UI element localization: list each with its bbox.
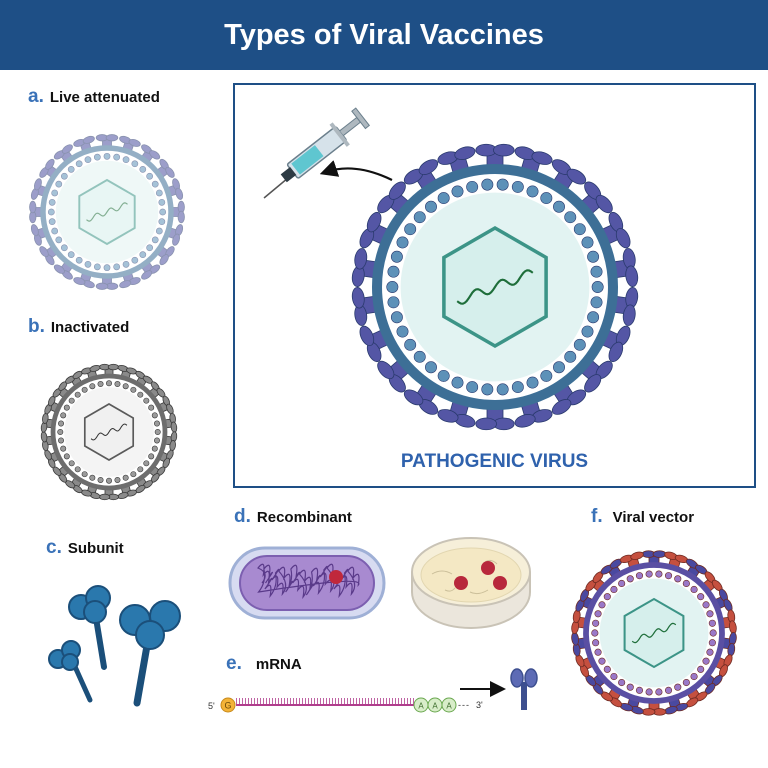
label-c-text: Subunit	[67, 540, 124, 557]
subunit-protein-icon	[68, 585, 111, 670]
letter-a: a.	[28, 86, 44, 107]
antibody-protein-icon	[510, 668, 538, 710]
pathogenic-virus-icon	[351, 143, 639, 431]
letter-c: c.	[46, 537, 62, 558]
letter-f: f.	[591, 506, 603, 527]
label-live-attenuated: a. Live attenuated	[28, 86, 160, 108]
label-inactivated: b. Inactivated	[28, 316, 129, 338]
bacterium-icon	[228, 546, 386, 620]
label-mrna: e. mRNA	[226, 653, 302, 675]
label-recombinant: d. Recombinant	[234, 506, 352, 528]
injection-arrow	[319, 160, 393, 181]
three-prime-text: 3'	[476, 700, 483, 710]
syringe-icon	[263, 107, 371, 199]
poly-a-bead	[441, 697, 457, 713]
mrna-cap	[220, 697, 236, 713]
live-attenuated-virus-icon	[29, 134, 185, 290]
title-bar	[0, 0, 768, 70]
mrna-strand: 5' G A A A --- 3'	[208, 697, 483, 713]
pathogenic-virus-panel	[233, 83, 756, 488]
label-b-text: Inactivated	[50, 319, 130, 336]
label-viral-vector: f. Viral vector	[591, 506, 694, 528]
label-a-text: Live attenuated	[49, 89, 160, 106]
viral-vector-icon	[571, 550, 737, 716]
poly-a-label: A	[418, 702, 424, 711]
five-prime-label: 5'	[208, 701, 215, 711]
subunit-protein-icon	[48, 640, 93, 703]
page-title: Types of Viral Vaccines	[224, 19, 544, 51]
label-subunit: c. Subunit	[46, 537, 124, 559]
letter-e: e.	[226, 653, 242, 674]
letter-d: d.	[234, 506, 251, 527]
poly-a-label: A	[446, 702, 452, 711]
poly-a-label: A	[432, 702, 438, 711]
inactivated-virus-icon	[40, 363, 178, 501]
label-d-text: Recombinant	[256, 509, 352, 526]
subunit-protein-icon	[119, 600, 181, 707]
label-f-text: Viral vector	[612, 509, 695, 526]
pathogenic-virus-label: PATHOGENIC VIRUS	[400, 451, 589, 472]
three-prime-label: ---	[458, 700, 470, 710]
letter-b: b.	[28, 316, 45, 337]
label-e-text: mRNA	[255, 656, 302, 673]
mrna-cap-label: G	[224, 701, 231, 711]
petri-dish-icon	[411, 537, 531, 629]
